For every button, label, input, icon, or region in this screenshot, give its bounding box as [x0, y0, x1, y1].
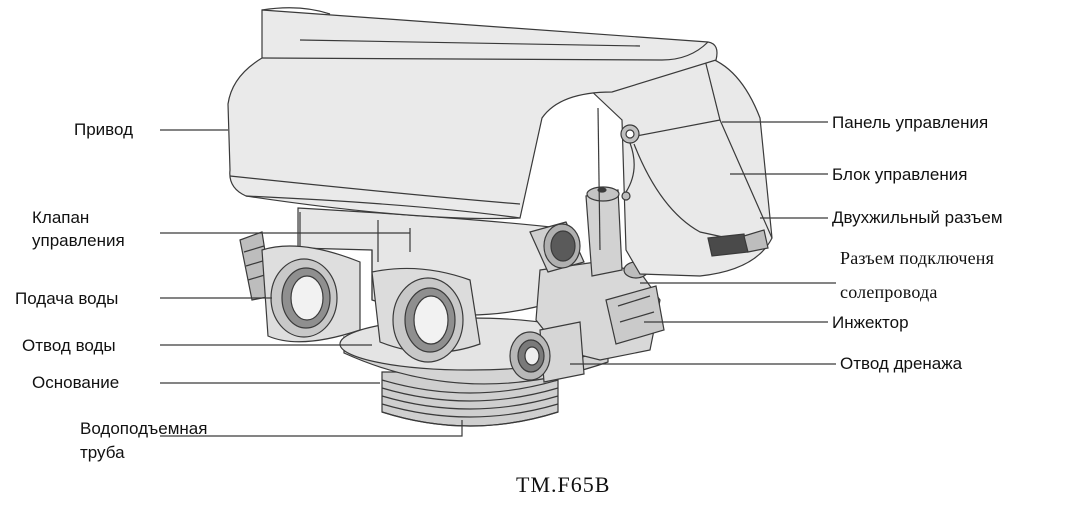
leader-truba — [160, 420, 463, 437]
label-injector: Инжектор — [832, 313, 909, 332]
label-control-unit: Блок управления — [832, 165, 968, 184]
label-riser-line1: Водоподъемная — [80, 419, 208, 438]
label-solenoid-connector-line2: солепровода — [840, 282, 938, 302]
label-control-panel: Панель управления — [832, 113, 989, 132]
model-caption: TM.F65B — [516, 472, 611, 497]
outlet-connector — [371, 267, 481, 363]
label-two-wire-connector: Двухжильный разъем — [832, 208, 1003, 227]
riser-thread — [381, 371, 559, 427]
label-base: Основание — [32, 373, 120, 392]
control-unit-housing — [584, 55, 773, 277]
label-drive: Привод — [74, 120, 134, 139]
inlet-connector — [239, 231, 361, 343]
label-water-outlet: Отвод воды — [22, 336, 116, 355]
label-solenoid-connector-line1: Разъем подключеня — [840, 248, 995, 268]
label-riser-line2: труба — [80, 443, 125, 462]
drive-cover — [227, 7, 718, 220]
label-water-inlet: Подача воды — [15, 289, 119, 308]
label-control-valve-line1: Клапан — [32, 208, 90, 227]
label-control-valve-line2: управления — [32, 231, 125, 250]
label-drain-outlet: Отвод дренажа — [840, 354, 963, 373]
